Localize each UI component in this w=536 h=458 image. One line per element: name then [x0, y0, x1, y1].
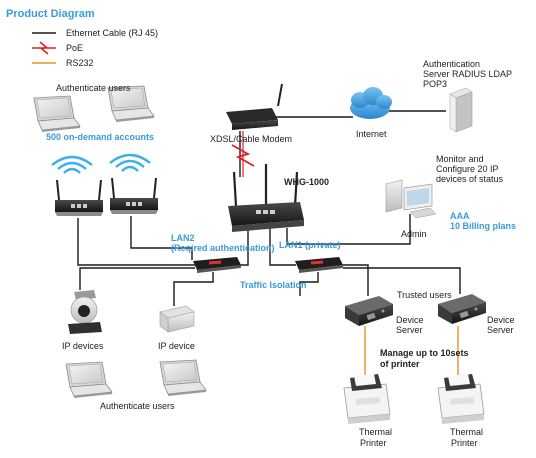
- wifi-signal-icon: [108, 153, 152, 173]
- billing-plans-label: 10 Billing plans: [450, 221, 516, 231]
- whg-lan2-cable: [238, 228, 249, 266]
- lan2-note-label: (Reqired authentication): [171, 243, 275, 253]
- device-server-a-label-2: Server: [396, 325, 423, 335]
- monitor-label-2: Configure 20 IP: [436, 164, 499, 174]
- thermal-printer-icon: [437, 373, 485, 425]
- lan2-ipdevices-cable: [79, 267, 195, 290]
- on-demand-accounts-label: 500 on-demand accounts: [46, 132, 154, 142]
- lan2-ipdevice-cable: [173, 272, 214, 306]
- ip-device-label: IP device: [158, 341, 195, 351]
- monitor-label-1: Monitor and: [436, 154, 484, 164]
- printer-b-label-1: Thermal: [450, 427, 483, 437]
- access-point-icon: [109, 177, 159, 215]
- auth-server-label-1: Authentication: [423, 59, 480, 69]
- device-server-a-label-1: Device: [396, 315, 424, 325]
- poe-link: [231, 131, 255, 177]
- access-point-icon: [54, 179, 104, 217]
- wifi-signal-icon: [50, 155, 94, 175]
- legend-poe-symbol: [32, 41, 56, 55]
- device-server-b-label-1: Device: [487, 315, 515, 325]
- monitor-label-3: devices of status: [436, 174, 504, 184]
- auth-server-label-2: Server RADIUS LDAP: [423, 69, 512, 79]
- legend: Ethernet Cable (RJ 45) PoE RS232: [32, 28, 158, 68]
- ip-device-icon: [159, 305, 195, 333]
- whg-admin-cable: [286, 214, 411, 245]
- admin-computer-icon: [385, 179, 437, 219]
- auth-users-top-label: Authenticate users: [56, 83, 131, 93]
- laptop-icon: [65, 361, 113, 399]
- network-cables: [77, 110, 461, 306]
- lan2-switch-icon: [193, 257, 241, 273]
- server-icon: [449, 87, 473, 133]
- ap-left-cable: [77, 218, 195, 266]
- whg-lan1-cable: [269, 228, 296, 266]
- printer-a-label-1: Thermal: [359, 427, 392, 437]
- modem-icon: [226, 83, 283, 130]
- auth-server-label-3: POP3: [423, 79, 447, 89]
- whg-gateway-icon: [228, 164, 304, 232]
- diagram-title: Product Diagram: [6, 8, 95, 20]
- manage-printers-label-2: of printer: [380, 359, 420, 369]
- thermal-printer-icon: [343, 373, 391, 425]
- device-server-b-label-2: Server: [487, 325, 514, 335]
- manage-printers-label-1: Manage up to 10sets: [380, 348, 469, 358]
- modem-label: XDSL/Cable Modem: [210, 134, 292, 144]
- auth-users-bottom-label: Authenticate users: [100, 401, 175, 411]
- printer-a-label-2: Printer: [360, 438, 387, 448]
- lan2-label: LAN2: [171, 233, 195, 243]
- printer-b-label-2: Printer: [451, 438, 478, 448]
- ap-right-cable: [130, 216, 193, 260]
- legend-poe-label: PoE: [66, 43, 83, 53]
- whg-label: WHG-1000: [284, 177, 329, 187]
- legend-ethernet-label: Ethernet Cable (RJ 45): [66, 28, 158, 38]
- ip-devices-label: IP devices: [62, 341, 104, 351]
- lan1-label: LAN1 (private): [279, 240, 341, 250]
- internet-label: Internet: [356, 129, 387, 139]
- trusted-users-label: Trusted users: [397, 290, 452, 300]
- legend-rs232-label: RS232: [66, 58, 94, 68]
- ip-camera-icon: [68, 290, 102, 334]
- laptop-icon: [33, 95, 81, 133]
- laptop-icon: [159, 359, 207, 397]
- lan1-trusted-stub: [299, 272, 319, 296]
- aaa-label: AAA: [450, 211, 470, 221]
- internet-cloud-icon: [350, 87, 392, 119]
- lan1-switch-icon: [295, 257, 343, 273]
- device-server-icon: [345, 296, 393, 326]
- traffic-isolation-label: Traffic Isolation: [240, 280, 307, 290]
- lan1-deviceserver-b-cable: [343, 267, 461, 294]
- lan1-deviceserver-a-cable: [343, 264, 369, 296]
- admin-label: Admin: [401, 229, 427, 239]
